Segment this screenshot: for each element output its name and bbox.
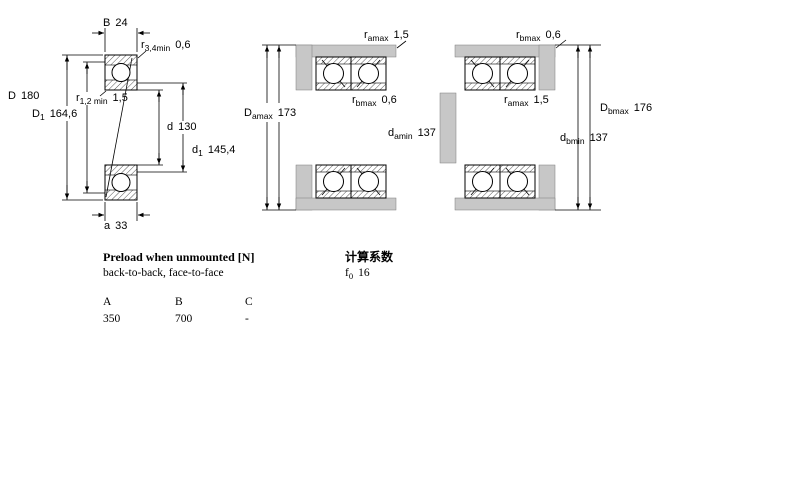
shaft-shoulder [439,92,457,164]
ball [111,63,131,82]
leader-line [137,50,147,59]
housing-section [295,197,397,211]
bearing-pair [315,56,387,91]
ball [323,171,344,192]
leader-line [99,90,107,97]
bearing-pair [464,56,536,91]
leader-line [396,40,407,49]
preload-column-a: A [103,296,112,308]
ball [358,63,379,84]
bearing-pair [464,164,536,199]
ball [111,173,131,192]
housing-shoulder [295,44,313,91]
preload-column-b: B [175,296,183,308]
preload-value-b: 700 [175,313,193,325]
preload-column-c: C [245,296,253,308]
preload-title: Preload when unmounted [N] [103,250,254,264]
preload-section: Preload when unmounted [N] back-to-back,… [103,250,254,325]
housing-shoulder [538,44,556,91]
calculation-title: 计算系数 [345,249,394,264]
preload-value-a: 350 [103,313,121,325]
leader-line [555,39,567,49]
ball [358,171,379,192]
ball [323,63,344,84]
preload-subtitle: back-to-back, face-to-face [103,267,224,279]
ball [472,63,493,84]
ball [507,171,528,192]
bearing-outline [104,54,138,91]
ball [507,63,528,84]
housing-section [454,197,556,211]
bearing-pair [315,164,387,199]
preload-value-c: - [245,313,249,325]
ball [472,171,493,192]
bearing-outline [104,164,138,201]
